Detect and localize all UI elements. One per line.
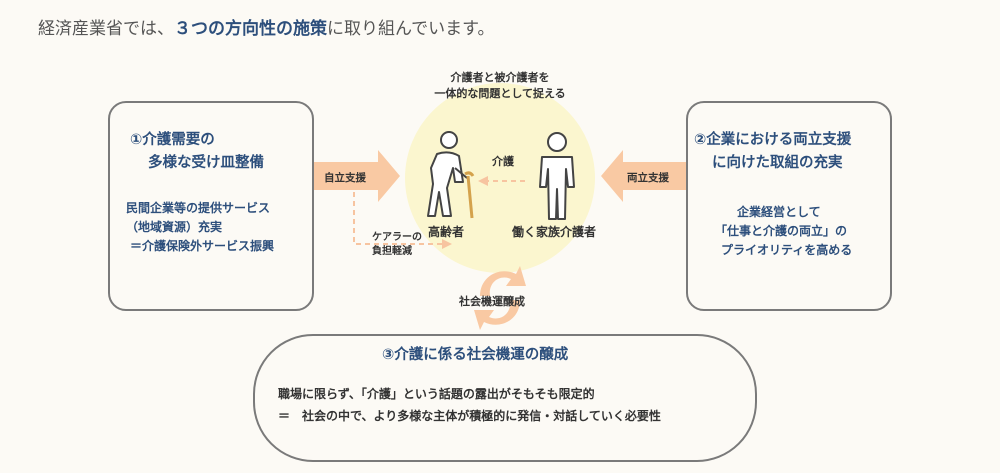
arrow-right-support xyxy=(601,150,688,202)
page-title: 経済産業省では、３つの方向性の施策に取り組んでいます。 xyxy=(38,14,494,39)
center-caption-line1: 介護者と被介護者を xyxy=(450,71,550,84)
center-caption-line2: 一体的な問題として捉える xyxy=(434,87,566,100)
center-caption: 介護者と被介護者を 一体的な問題として捉える xyxy=(395,70,605,102)
caregiver-person-icon xyxy=(539,132,575,220)
box2-title-line2: に向けた取組の充実 xyxy=(712,155,843,171)
box1-text-line3: ＝介護保険外サービス振興 xyxy=(130,239,275,253)
box3-text-line2: ＝ 社会の中で、より多様な主体が積極的に発信・対話していく必要性 xyxy=(278,409,661,423)
cycle-arrows-icon xyxy=(474,266,526,330)
title-prefix: 経済産業省では、 xyxy=(38,19,174,39)
title-suffix: に取り組んでいます。 xyxy=(327,19,495,39)
box2-title-line1: ②企業における両立支援 xyxy=(694,132,852,148)
center-halo xyxy=(405,83,595,273)
arrow-left-label: 自立支援 xyxy=(324,172,366,184)
box2-text-line3: プライオリティを高める xyxy=(721,243,853,257)
burden-arrowhead xyxy=(442,239,452,249)
arrow-left-support xyxy=(313,150,400,202)
cycle-label: 社会機運醸成 xyxy=(459,295,525,308)
box2-text-line2: 「仕事と介護の両立」の xyxy=(715,224,848,238)
arrow-right-label: 両立支援 xyxy=(627,172,669,184)
box-social-momentum xyxy=(253,334,757,462)
box3-text-line1: 職場に限らず、「介護」という話題の露出がそもそも限定的 xyxy=(278,387,595,401)
burden-dashed-line xyxy=(353,192,445,245)
elderly-label: 高齢者 xyxy=(428,225,465,239)
box-work-care-balance xyxy=(686,101,892,311)
box1-title-line2: 多様な受け皿整備 xyxy=(148,155,264,171)
caregiver-label: 働く家族介護者 xyxy=(512,225,597,239)
box3-title: ③介護に係る社会機運の醸成 xyxy=(382,347,569,363)
box1-title-line1: ①介護需要の xyxy=(130,132,215,148)
box1-text-line2: （地域資源）充実 xyxy=(126,220,223,234)
care-arrowhead xyxy=(478,176,488,186)
care-label: 介護 xyxy=(492,155,514,168)
box2-text-line1: 企業経営として xyxy=(737,205,821,219)
burden-label-line1: ケアラーの xyxy=(372,232,422,243)
elderly-person-icon xyxy=(427,131,475,219)
box1-text-line1: 民間企業等の提供サービス xyxy=(126,201,271,215)
title-emphasis: ３つの方向性の施策 xyxy=(174,19,327,39)
burden-label-line2: 負担軽減 xyxy=(372,246,412,257)
box-diverse-services xyxy=(108,101,314,311)
